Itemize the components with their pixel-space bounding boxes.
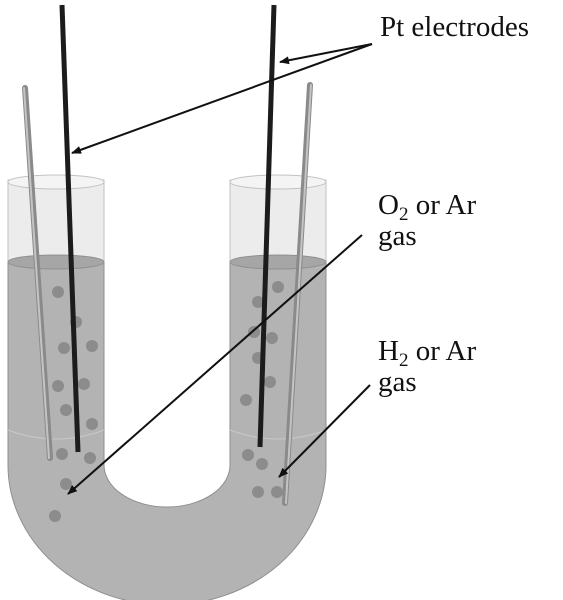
- u-tube-liquid: [7, 261, 327, 600]
- hydrogen-arrow: [278, 384, 371, 478]
- oxygen-subscript: 2: [398, 204, 409, 225]
- right-tube-glass: [229, 179, 327, 266]
- hydrogen-gas-label: H2 or Ar gas: [378, 336, 476, 398]
- right-tube-rim: [229, 174, 327, 190]
- oxygen-or-ar: or Ar: [408, 189, 477, 221]
- oxygen-arrow: [67, 234, 363, 495]
- pt-electrodes-text: Pt electrodes: [380, 11, 529, 43]
- pt-electrodes-label: Pt electrodes: [380, 12, 529, 43]
- left-pt-electrode: [59, 4, 81, 453]
- left-tube-rim: [7, 174, 105, 190]
- right-liquid-surface: [229, 254, 327, 270]
- oxygen-symbol: O: [378, 189, 399, 221]
- left-tube-glass: [7, 179, 105, 266]
- hydrogen-or-ar: or Ar: [408, 335, 477, 367]
- left-tube-joint: [7, 429, 105, 440]
- hydrogen-label-line2: gas: [378, 366, 417, 398]
- right-tube-joint: [229, 429, 327, 440]
- left-gray-electrode-highlight: [23, 87, 50, 459]
- hydrogen-label-line1: H2 or Ar: [378, 335, 477, 371]
- oxygen-gas-label: O2 or Ar gas: [378, 190, 476, 252]
- left-liquid-surface: [7, 254, 105, 270]
- electrode-arrow-left: [71, 43, 373, 154]
- right-pt-electrode: [257, 4, 277, 448]
- right-gray-electrode-highlight: [285, 84, 312, 504]
- oxygen-label-line2: gas: [378, 220, 417, 252]
- hydrogen-subscript: 2: [398, 350, 409, 371]
- electrode-arrow-right: [279, 43, 373, 65]
- oxygen-label-line1: O2 or Ar: [378, 189, 477, 225]
- left-gas-bubbles: [49, 286, 98, 522]
- hydrogen-symbol: H: [378, 335, 399, 367]
